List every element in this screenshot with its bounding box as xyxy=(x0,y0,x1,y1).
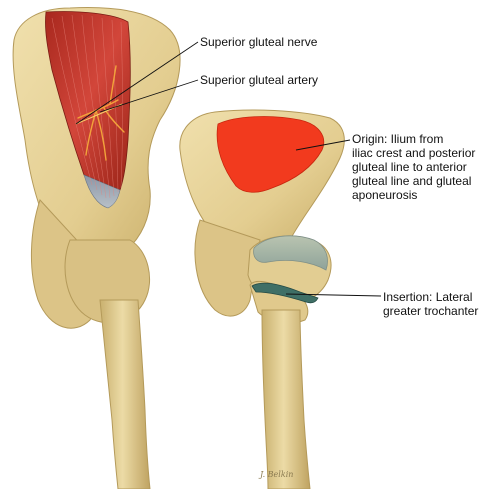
leader-origin xyxy=(295,139,351,151)
label-superior-gluteal-nerve: Superior gluteal nerve xyxy=(200,35,318,49)
artist-signature: J. Belkin xyxy=(260,470,294,479)
left-femur-shaft xyxy=(99,299,151,489)
right-pelvis-femur xyxy=(179,109,345,489)
label-origin-line-1: Origin: Ilium from xyxy=(352,132,444,146)
label-origin-line-5: aponeurosis xyxy=(352,188,418,202)
label-origin-line-4: gluteal line and gluteal xyxy=(352,174,472,188)
right-femur-shaft xyxy=(261,309,311,489)
origin-area xyxy=(216,116,325,193)
leader-insertion xyxy=(285,293,382,297)
leader-lines xyxy=(75,41,382,297)
leader-artery xyxy=(99,79,199,113)
insertion-area xyxy=(251,282,319,304)
label-insertion: Insertion: Lateral greater trochanter xyxy=(383,290,478,318)
label-insertion-line-1: Insertion: Lateral xyxy=(383,290,473,304)
right-pelvis-lower xyxy=(194,219,261,317)
gluteus-medius-tendon xyxy=(83,174,121,209)
gluteus-medius-muscle xyxy=(45,11,131,191)
label-superior-gluteal-artery: Superior gluteal artery xyxy=(200,73,319,87)
label-origin-line-3: gluteal line to anterior xyxy=(352,160,467,174)
label-origin-line-2: iliac crest and posterior xyxy=(352,146,476,160)
left-pelvis-femur xyxy=(12,7,181,489)
leader-nerve xyxy=(75,41,199,125)
joint-capsule xyxy=(253,235,328,271)
muscle-fibers xyxy=(51,14,123,199)
label-insertion-line-2: greater trochanter xyxy=(383,304,479,318)
label-origin: Origin: Ilium from iliac crest and poste… xyxy=(352,132,475,202)
